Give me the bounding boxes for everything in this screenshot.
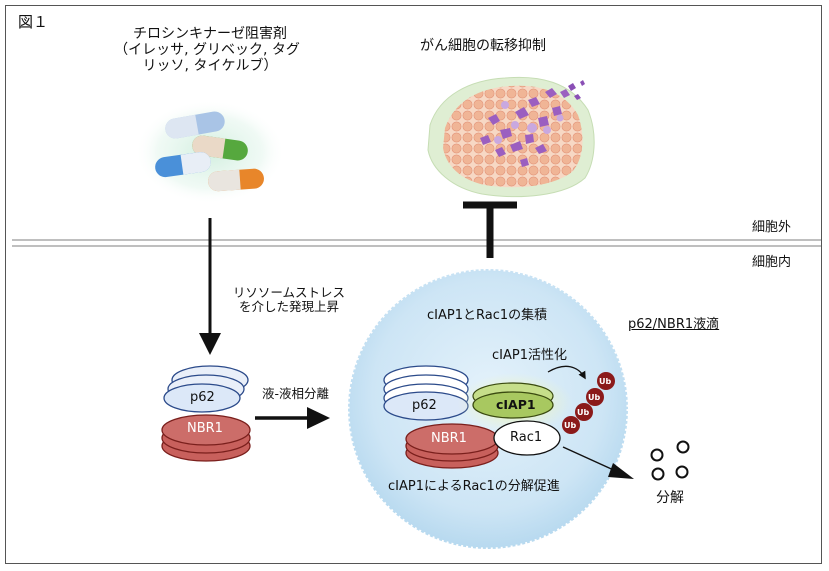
extracellular-label: 細胞外 [752, 220, 792, 235]
degraded-fragments [650, 440, 690, 481]
stress-line-1: リソソームストレス [232, 285, 346, 300]
droplet-nbr1-label: NBR1 [431, 431, 467, 446]
degradation-label: 分解 [656, 490, 684, 506]
droplet-complex [383, 365, 573, 469]
p62-label: p62 [190, 390, 215, 405]
metastasis-label: がん細胞の転移抑制 [420, 38, 546, 54]
activation-label: cIAP1活性化 [492, 348, 567, 363]
drug-capsules-illustration [135, 100, 285, 204]
phase-separation-arrow [255, 407, 330, 429]
expression-up-arrow [199, 218, 221, 355]
drug-line-1: チロシンキナーゼ阻害剤 [133, 26, 287, 42]
activation-arrow [547, 365, 586, 380]
lysosome-stress-label: リソソームストレス を介した発現上昇 [222, 285, 356, 315]
ubiquitin-chain [562, 372, 615, 434]
droplet-p62-label: p62 [412, 398, 437, 413]
drug-line-2: （イレッサ, グリベック, タグ [114, 42, 300, 59]
intracellular-label: 細胞内 [752, 255, 792, 270]
droplet-label: p62/NBR1液滴 [628, 317, 720, 332]
ub-label-2: Ub [588, 393, 601, 402]
ub-label-3: Ub [577, 408, 590, 417]
ub-label-1: Ub [599, 377, 612, 386]
cell-membrane [12, 239, 821, 247]
accumulation-label: cIAP1とRac1の集積 [427, 308, 548, 323]
droplet-rac1-label: Rac1 [510, 430, 543, 445]
degradation-arrow [562, 446, 634, 479]
nbr1-label: NBR1 [187, 421, 223, 436]
inhibition-symbol [463, 201, 517, 258]
droplet-ciap1-label: cIAP1 [496, 397, 536, 412]
stress-line-2: を介した発現上昇 [238, 299, 339, 315]
drug-line-3: リッソ, タイケルブ） [142, 58, 278, 75]
figure-label: 図１ [18, 13, 49, 31]
phase-separation-label: 液-液相分離 [262, 386, 330, 401]
degradation-promotion-label: cIAP1によるRac1の分解促進 [388, 479, 560, 494]
drug-title: チロシンキナーゼ阻害剤 （イレッサ, グリベック, タグ リッソ, タイケルブ） [110, 26, 310, 74]
p62-nbr1-complex-left [161, 365, 251, 462]
ub-label-4: Ub [564, 421, 577, 430]
cancer-cells-illustration [427, 76, 595, 198]
